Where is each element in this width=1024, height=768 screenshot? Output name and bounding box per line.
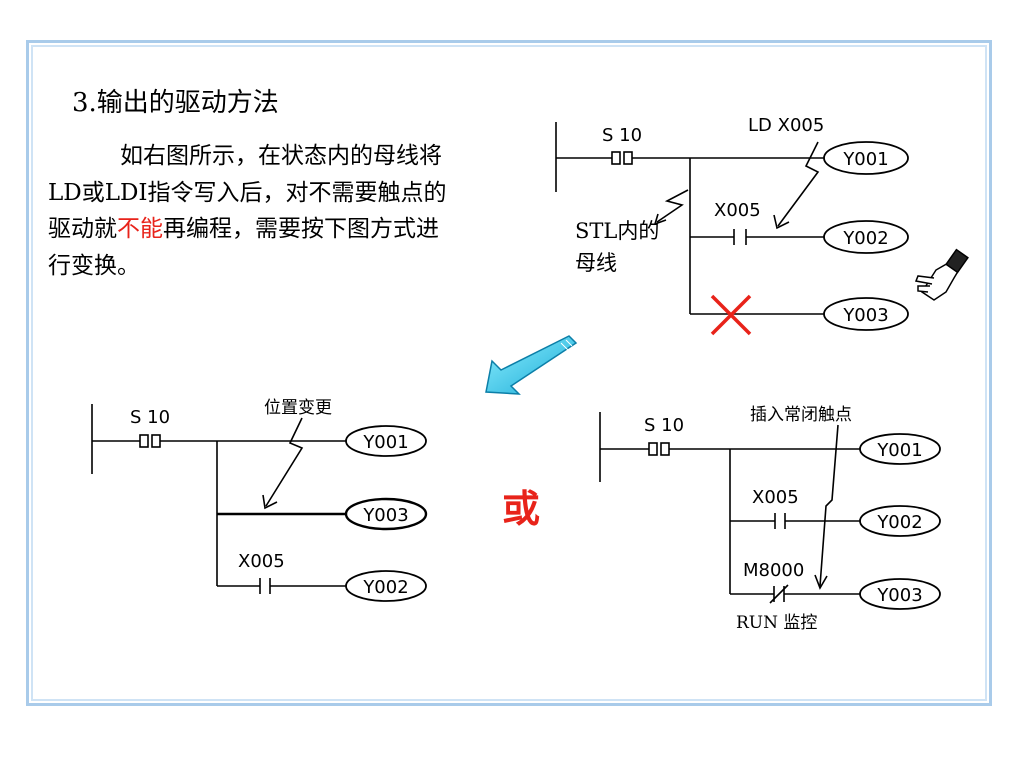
right-output-label-2: Y002: [876, 512, 922, 533]
right-output-y002: [859, 505, 941, 537]
right-note-pointer: [819, 424, 839, 587]
right-ladder-diagram: [599, 412, 860, 604]
left-output-y001: [345, 425, 427, 457]
left-output-y002: [345, 570, 427, 602]
slide-frame: [26, 40, 992, 706]
right-state-step-symbol: [648, 442, 670, 456]
left-note-label: 位置变更: [264, 398, 332, 418]
top-output-y001: [823, 141, 909, 175]
pointing-hand-icon: [914, 248, 969, 301]
or-label: 或: [502, 487, 540, 531]
top-state-step-symbol: [611, 151, 633, 165]
left-output-y003: [344, 497, 428, 531]
left-note-pointer: [265, 417, 304, 507]
left-ladder-diagram: [91, 404, 346, 594]
top-instruction-label: LD X005: [748, 115, 824, 136]
right-contact2-label: M8000: [743, 560, 804, 581]
left-state-step-symbol: [139, 434, 161, 448]
right-output-y003: [859, 578, 941, 610]
right-output-label-1: Y001: [876, 440, 922, 461]
paragraph-highlight: 不能: [117, 216, 163, 242]
left-output-label-2: Y003: [362, 505, 408, 526]
top-output-label-2: Y002: [842, 228, 888, 249]
stl-bus-label-2: 母线: [575, 251, 617, 275]
top-output-label-1: Y001: [842, 149, 888, 170]
paragraph-text-1: 如右图所示，在状态内的母线将LD或LDI指令写入后，对不需要触点的驱动就: [48, 143, 447, 242]
top-instruction-pointer: [777, 141, 820, 227]
stl-bus-label-1: STL内的: [575, 219, 659, 243]
left-output-label-1: Y001: [362, 432, 408, 453]
top-output-label-3: Y003: [842, 305, 888, 326]
right-state-label: S 10: [644, 415, 684, 436]
right-contact-x005: [774, 513, 786, 529]
top-output-y003: [823, 297, 909, 331]
top-ladder-diagram: [555, 122, 825, 315]
left-output-label-3: Y002: [362, 577, 408, 598]
red-x-mark: [710, 294, 752, 336]
section-heading: 3.输出的驱动方法: [72, 88, 279, 118]
right-note-label: 插入常闭触点: [750, 405, 852, 425]
left-state-label: S 10: [130, 407, 170, 428]
paragraph-text-2: 再编程，需要按下图方式进行变换。: [48, 216, 439, 279]
top-bus-pointer: [656, 189, 689, 223]
description-paragraph: 如右图所示，在状态内的母线将LD或LDI指令写入后，对不需要触点的驱动就不能再编…: [48, 138, 458, 284]
left-contact-label: X005: [238, 551, 285, 572]
right-output-label-3: Y003: [876, 585, 922, 606]
top-state-label: S 10: [602, 125, 642, 146]
right-contact1-label: X005: [752, 487, 799, 508]
top-contact-label: X005: [714, 200, 761, 221]
left-contact-x005: [259, 578, 271, 594]
top-output-y002: [823, 220, 909, 254]
top-contact-x005: [733, 229, 747, 245]
cyan-down-left-arrow: [485, 335, 578, 395]
right-bottom-note: RUN 监控: [736, 613, 817, 633]
right-output-y001: [859, 433, 941, 465]
